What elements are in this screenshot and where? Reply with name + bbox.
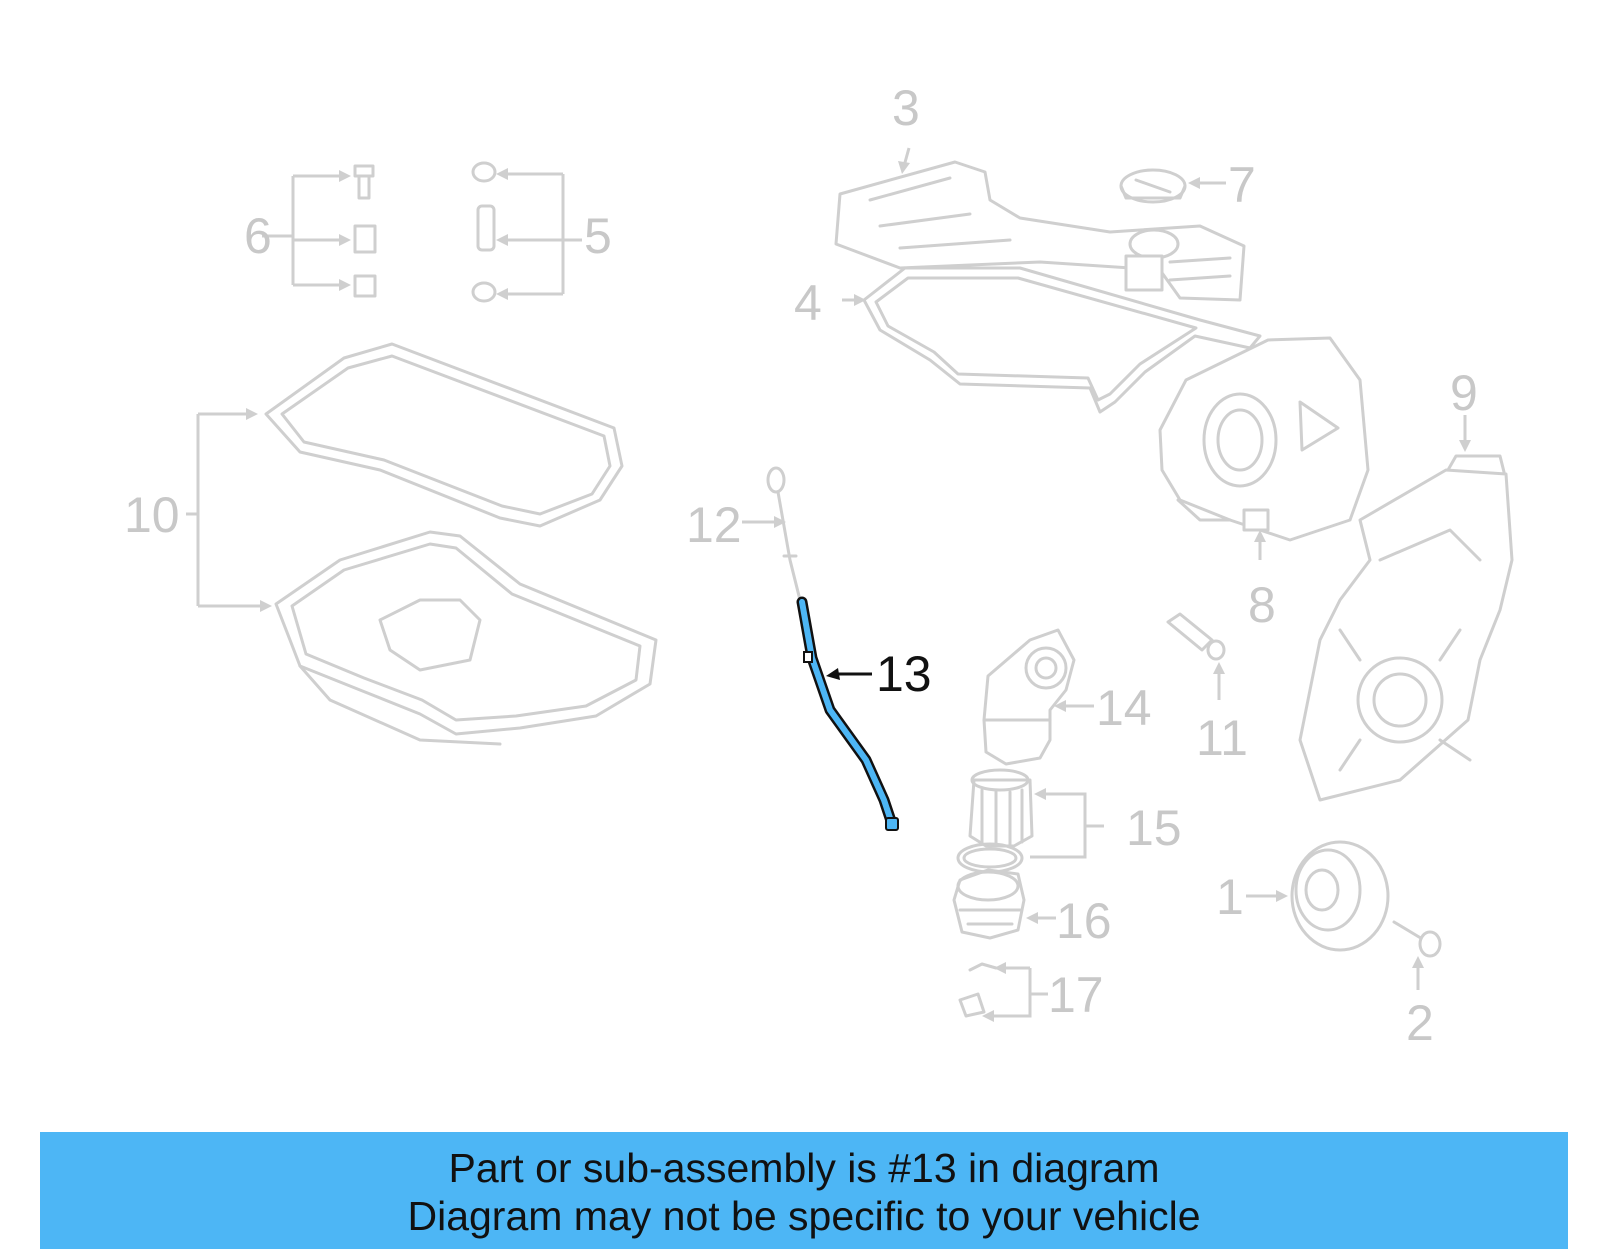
part-4-gasket: [862, 266, 1262, 414]
part-13-dipstick-tube[interactable]: [796, 596, 899, 831]
part-7-filler-cap: [1119, 168, 1187, 204]
part-8-housing: [1158, 336, 1370, 542]
callout-15[interactable]: 15: [1126, 800, 1182, 856]
part-17-drain-plug: [958, 962, 998, 1018]
callout-4[interactable]: 4: [794, 275, 822, 331]
part-16-filter-cap: [952, 868, 1026, 940]
callout-16[interactable]: 16: [1056, 893, 1112, 949]
callout-1[interactable]: 1: [1216, 869, 1244, 925]
part-11-sensor: [1166, 612, 1226, 661]
callout-6[interactable]: 6: [244, 208, 272, 264]
part-2-bolt: [1392, 920, 1442, 958]
part-1-pulley: [1290, 840, 1390, 952]
callout-9[interactable]: 9: [1450, 365, 1478, 421]
callout-3[interactable]: 3: [892, 80, 920, 136]
part-15-filter: [956, 768, 1034, 874]
banner-disclaimer: Diagram may not be specific to your vehi…: [407, 1193, 1201, 1239]
part-3-valve-cover: [834, 160, 1246, 302]
callout-11[interactable]: 11: [1196, 710, 1248, 766]
callout-14[interactable]: 14: [1096, 680, 1152, 736]
callout-17[interactable]: 17: [1048, 967, 1104, 1023]
callout-2[interactable]: 2: [1406, 995, 1434, 1051]
callout-12[interactable]: 12: [686, 497, 742, 553]
part-10-oil-pan: [264, 342, 658, 746]
callout-13[interactable]: 13: [876, 646, 932, 702]
part-12-dipstick: [766, 466, 802, 602]
callout-10[interactable]: 10: [124, 487, 180, 543]
part-5-hardware: [471, 161, 582, 303]
part-6-hardware: [262, 164, 377, 298]
callout-8[interactable]: 8: [1248, 577, 1276, 633]
info-banner: Part or sub-assembly is #13 in diagram D…: [40, 1132, 1568, 1249]
callout-5[interactable]: 5: [584, 208, 612, 264]
callout-7[interactable]: 7: [1228, 157, 1256, 213]
part-9-front-cover: [1298, 454, 1514, 802]
part-14-filter-housing: [982, 628, 1076, 766]
banner-part-note: Part or sub-assembly is #13 in diagram: [448, 1145, 1160, 1191]
